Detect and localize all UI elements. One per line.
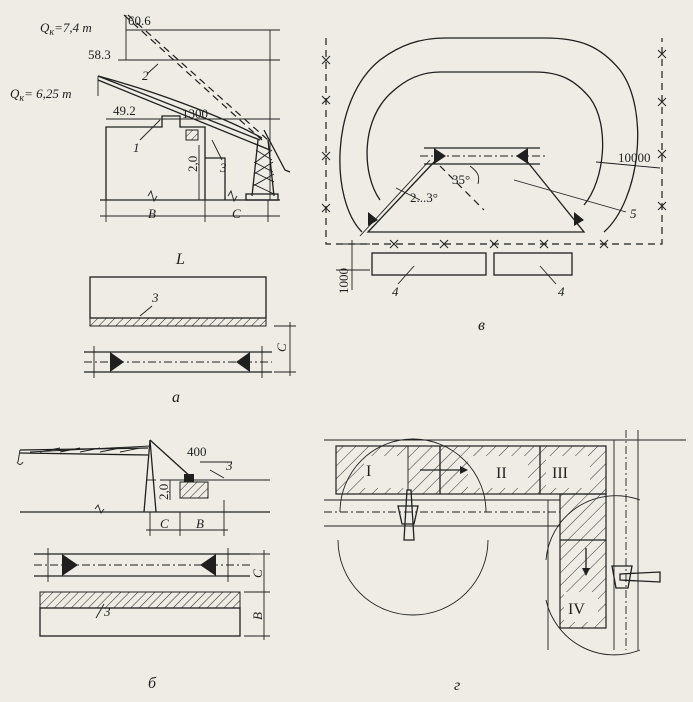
panel-v-label: в (478, 317, 485, 334)
panel-b-dim-2-0: 2,0 (156, 484, 171, 500)
dim-60-6: 60.6 (128, 13, 151, 28)
length-L: L (175, 251, 185, 268)
panel-v-site-plan (321, 37, 667, 290)
angle-35: 35° (452, 172, 470, 187)
zone-III: III (552, 465, 568, 482)
panel-b-elevation (16, 439, 270, 536)
panel-b-plan (34, 548, 270, 640)
panel-g-label: г (454, 677, 460, 694)
item-4-left: 4 (392, 284, 399, 299)
zone-IV: IV (568, 601, 585, 618)
dim-58-3: 58.3 (88, 47, 111, 62)
item-4-right: 4 (558, 284, 565, 299)
q1-label: Qк=7,4 т (40, 20, 92, 38)
dim-1000: 1000 (336, 268, 351, 294)
item-5: 5 (630, 206, 637, 221)
plan-dim-C: C (274, 343, 289, 352)
panel-a-plan (84, 276, 296, 378)
q2-label: Qк= 6,25 т (10, 86, 72, 104)
panel-b-dim-B: B (196, 516, 204, 531)
panel-b-dim-C: C (160, 516, 169, 531)
panel-b-plan-dim-C: C (250, 569, 265, 578)
dim-B: B (148, 206, 156, 221)
dim-10000: 10000 (618, 150, 651, 165)
dim-400: 400 (187, 444, 207, 459)
item-3-number: 3 (219, 160, 227, 175)
panel-g-zones (324, 430, 686, 656)
slope-2-3: 2...3° (410, 190, 438, 205)
panel-b-label: б (148, 675, 157, 692)
panel-b-plan-item-3: 3 (103, 604, 111, 619)
dim-1300: 1300 (182, 106, 208, 121)
zone-II: II (496, 465, 507, 482)
dim-C: C (232, 206, 241, 221)
zone-I: I (366, 463, 371, 480)
boom-1-number: 1 (133, 140, 140, 155)
panel-b-item-3: 3 (225, 458, 233, 473)
dim-49-2: 49.2 (113, 103, 136, 118)
boom-2-number: 2 (142, 68, 149, 83)
panel-a-label: а (172, 389, 180, 406)
plan-item-3: 3 (151, 290, 159, 305)
panel-a-elevation (97, 14, 291, 222)
panel-b-plan-dim-B: B (250, 612, 265, 620)
dim-2-0: 2,0 (185, 156, 200, 172)
